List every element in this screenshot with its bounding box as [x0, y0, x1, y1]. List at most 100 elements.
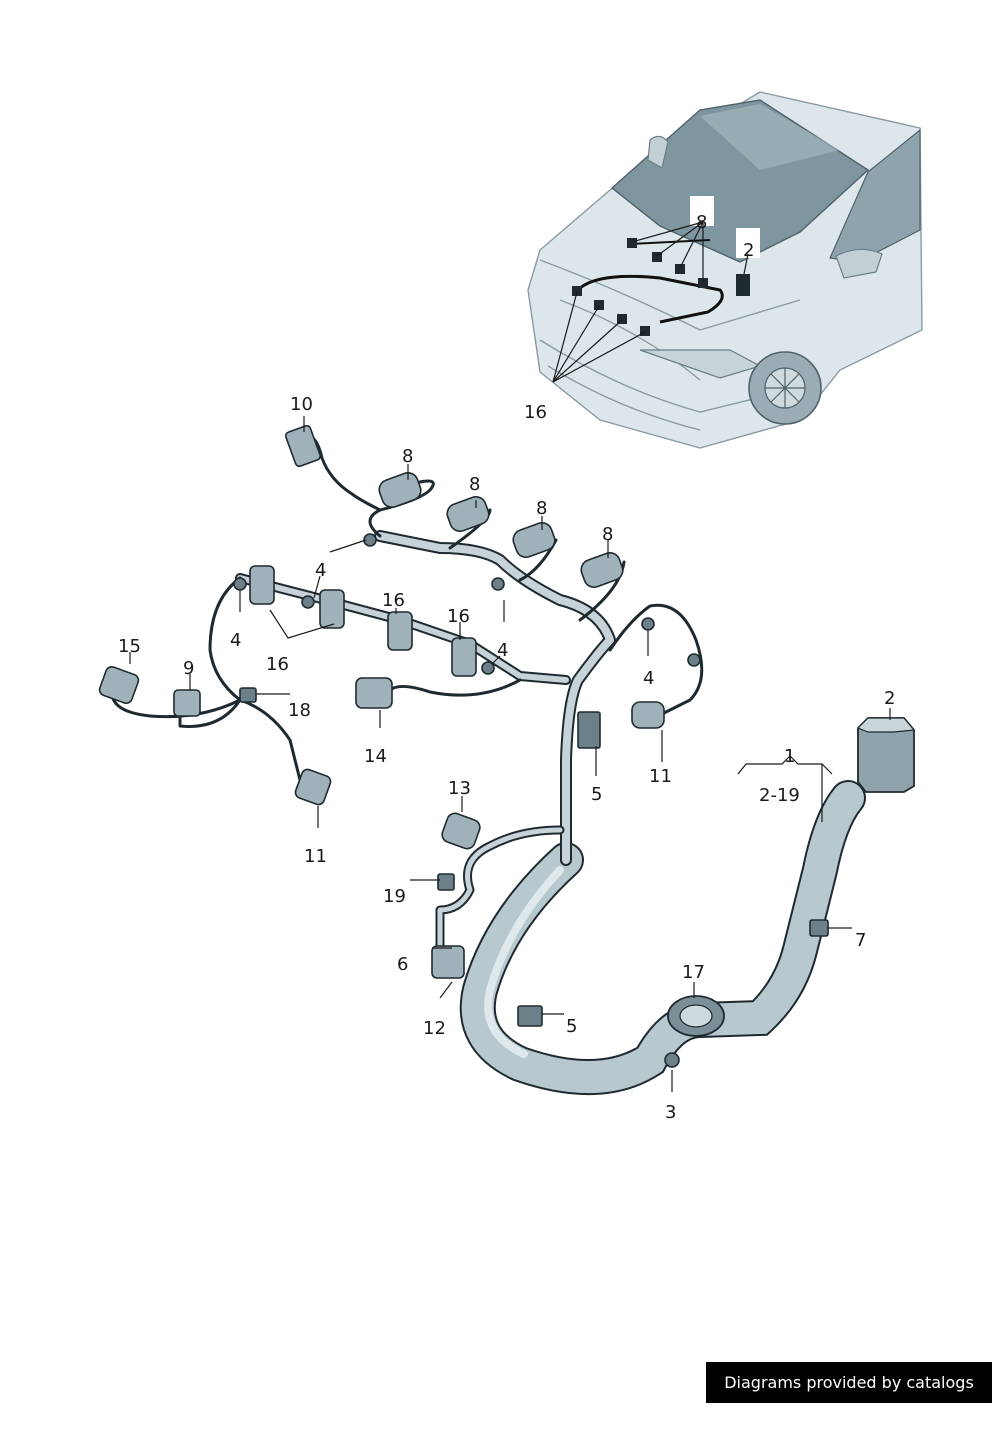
hood-crease — [559, 299, 701, 381]
label-7: 7 — [855, 930, 866, 951]
sensor10-wire — [308, 434, 382, 512]
credit-banner: Diagrams provided by catalogs parts — [706, 1362, 992, 1433]
harness-trunk-fill — [461, 782, 864, 1093]
label-1: 1 — [784, 746, 795, 767]
label-2: 2 — [884, 688, 895, 709]
label-10: 10 — [290, 394, 313, 415]
connector-9 — [173, 689, 201, 717]
clip-4b — [301, 595, 315, 609]
label-16-car: 16 — [524, 402, 547, 423]
car-connector-2 — [652, 252, 662, 262]
injector-rail-fill — [237, 575, 569, 683]
car-harness-upper — [629, 239, 711, 245]
label-8c: 8 — [536, 498, 547, 519]
grommet-17-inner — [679, 1004, 713, 1028]
left-branch-wire — [208, 576, 302, 782]
clip-4d — [641, 617, 655, 631]
car-inset: 8 2 16 — [524, 91, 923, 449]
part-labels: 10 8 8 8 8 4 4 4 4 16 16 16 15 9 18 14 5… — [118, 394, 895, 1123]
label-5a: 5 — [591, 784, 602, 805]
label-15: 15 — [118, 636, 141, 657]
clip-4a — [233, 577, 247, 591]
label-5b: 5 — [566, 1016, 577, 1037]
label-16a: 16 — [382, 590, 405, 611]
windshield-highlight — [700, 104, 840, 170]
car-connector-7 — [617, 314, 627, 324]
car-leaders — [552, 221, 749, 383]
ignition-coil-8d — [580, 552, 624, 588]
left-mirror — [647, 135, 669, 169]
clip-3 — [664, 1052, 680, 1068]
main-harness — [110, 434, 866, 1095]
label-3: 3 — [665, 1102, 676, 1123]
label-14: 14 — [364, 746, 387, 767]
car-connector-8 — [640, 326, 650, 336]
label-17: 17 — [682, 962, 705, 983]
sensor-10 — [284, 424, 322, 468]
label-2-car: 2 — [743, 240, 754, 261]
label-4d: 4 — [643, 668, 654, 689]
label-bg-2 — [736, 228, 760, 258]
car-connector-6 — [594, 300, 604, 310]
label-8d: 8 — [602, 524, 613, 545]
left-branch-wire-2 — [110, 688, 242, 719]
clip-4f — [491, 577, 505, 591]
connector-13 — [441, 812, 481, 850]
car-connector-5 — [572, 286, 582, 296]
wiring-harness-diagram: 8 2 16 — [98, 91, 923, 1123]
sensor-11-right — [631, 701, 665, 729]
sensor-11-left — [294, 768, 332, 806]
clip-4g — [687, 653, 701, 667]
wheel-spokes — [765, 368, 805, 408]
label-16c: 16 — [266, 654, 289, 675]
clip-4e — [363, 533, 377, 547]
label-12: 12 — [423, 1018, 446, 1039]
car-connector-3 — [675, 264, 685, 274]
label-4b: 4 — [230, 630, 241, 651]
label-6: 6 — [397, 954, 408, 975]
label-8-car: 8 — [696, 212, 707, 233]
car-connector-4 — [698, 278, 708, 288]
label-16b: 16 — [447, 606, 470, 627]
injector-plug-16b — [319, 589, 345, 629]
lower-branch-fill — [437, 827, 563, 953]
leader-lines — [129, 416, 891, 1092]
side-windows — [829, 128, 921, 263]
label-19: 19 — [383, 886, 406, 907]
label-13: 13 — [448, 778, 471, 799]
label-11b: 11 — [304, 846, 327, 867]
hood-line — [539, 259, 801, 331]
right-branch-wire — [608, 603, 704, 716]
label-8b: 8 — [469, 474, 480, 495]
car-connector-1 — [627, 238, 637, 248]
label-2-19: 2-19 — [759, 785, 800, 806]
injector-plug-16d — [451, 637, 477, 677]
injector-plug-16c — [387, 611, 413, 651]
right-mirror — [835, 248, 883, 279]
connector-6 — [431, 945, 465, 979]
connector-14 — [355, 677, 393, 709]
bracket-5-upper — [577, 711, 601, 749]
ignition-coil-8c — [512, 522, 556, 558]
relay-box-2-top — [856, 717, 916, 733]
connector14-wire — [388, 678, 522, 697]
ignition-coil-8b — [446, 496, 490, 532]
label-4c: 4 — [497, 640, 508, 661]
bracket-5-lower — [517, 1005, 543, 1027]
label-bg-8 — [690, 196, 714, 226]
car-harness — [579, 274, 724, 324]
clip-18 — [239, 687, 257, 703]
connectors — [98, 424, 916, 1068]
connector-15 — [98, 665, 140, 705]
clip-7 — [809, 919, 829, 937]
label-9: 9 — [183, 658, 194, 679]
label-11a: 11 — [649, 766, 672, 787]
harness-spine-fill — [376, 532, 614, 864]
injector-plug-16a — [249, 565, 275, 605]
ignition-coil-8a — [378, 472, 422, 508]
label-18: 18 — [288, 700, 311, 721]
car-control-unit — [736, 274, 750, 296]
left-branch-wire-3 — [178, 698, 242, 728]
clip-4c — [481, 661, 495, 675]
clip-19 — [437, 873, 455, 891]
